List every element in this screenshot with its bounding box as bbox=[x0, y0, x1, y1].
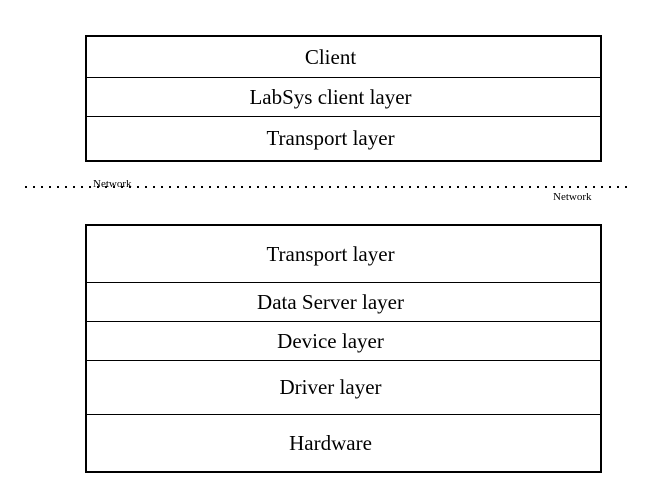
layer-label-driver: Driver layer bbox=[279, 375, 382, 399]
layer-row-labsys-client: LabSys client layer bbox=[87, 78, 600, 117]
layer-row-data-server: Data Server layer bbox=[87, 283, 600, 322]
network-dotted-line bbox=[25, 186, 632, 188]
client-stack-box: Client LabSys client layer Transport lay… bbox=[85, 35, 602, 162]
layer-label-hardware: Hardware bbox=[289, 430, 372, 455]
layer-label-labsys-client: LabSys client layer bbox=[249, 84, 412, 109]
layer-row-transport-client: Transport layer bbox=[87, 117, 600, 160]
layer-label-client: Client bbox=[304, 44, 357, 69]
layer-row-device: Device layer bbox=[87, 322, 600, 361]
layer-label-device: Device layer bbox=[277, 328, 384, 353]
layer-label-transport-client: Transport layer bbox=[266, 126, 395, 150]
layer-label-transport-server: Transport layer bbox=[266, 241, 395, 266]
layer-row-client: Client bbox=[87, 37, 600, 78]
layer-row-transport-server: Transport layer bbox=[87, 226, 600, 283]
network-label-left: Network bbox=[93, 178, 132, 190]
layer-row-driver: Driver layer bbox=[87, 361, 600, 415]
network-label-right: Network bbox=[553, 191, 592, 203]
layer-row-hardware: Hardware bbox=[87, 415, 600, 471]
server-stack-box: Transport layer Data Server layer Device… bbox=[85, 224, 602, 473]
layer-label-data-server: Data Server layer bbox=[257, 289, 404, 314]
